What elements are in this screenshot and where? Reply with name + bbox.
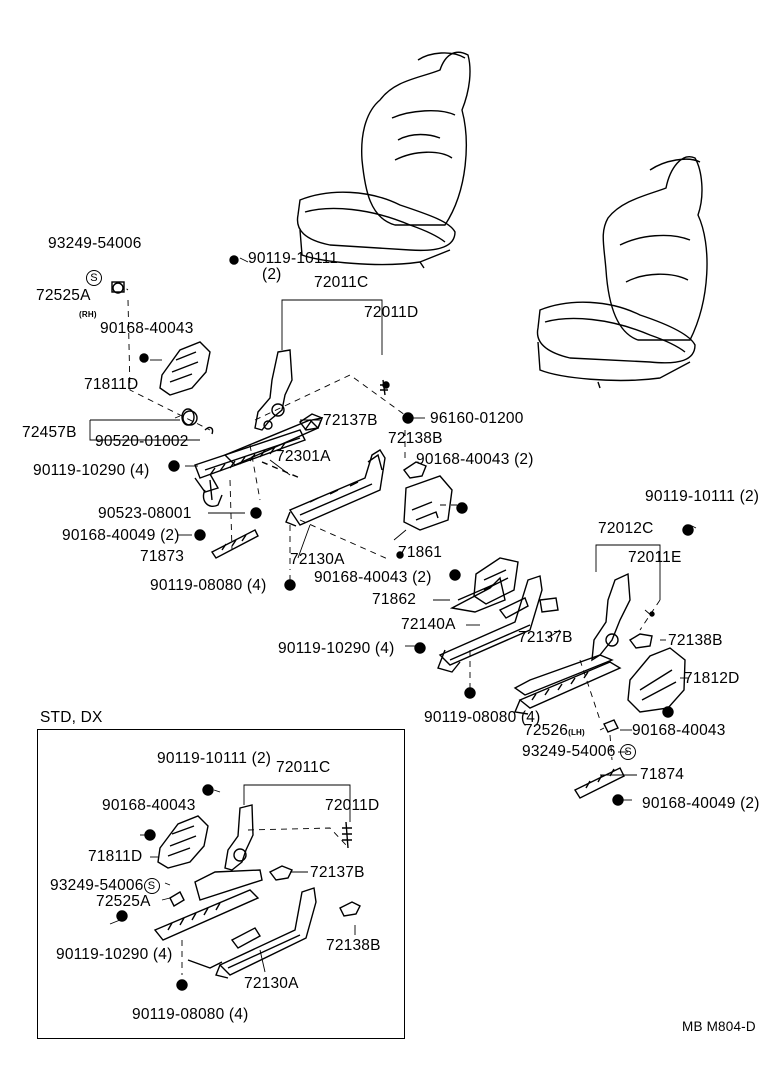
seat-upper-illustration: [296, 51, 471, 269]
label-s-72130A: 72130A: [244, 975, 299, 992]
label-93249-54006: 93249-54006: [48, 235, 142, 252]
label-r-72138B: 72138B: [668, 632, 723, 649]
fasteners-main: [111, 255, 468, 591]
label-s-72011C: 72011C: [276, 759, 331, 776]
label-72137B: 72137B: [323, 412, 378, 429]
label-s-72138B: 72138B: [326, 937, 381, 954]
std-dx-frame: [37, 729, 405, 1039]
label-90168-40043-2: 90168-40043 (2): [416, 451, 534, 468]
label-96160-01200: 96160-01200: [430, 410, 524, 427]
label-90520-01002: 90520-01002: [95, 433, 189, 450]
seat-track-assembly-std: [153, 804, 361, 979]
fasteners-std: [116, 784, 214, 991]
label-72301A: 72301A: [276, 448, 331, 465]
label-72138B: 72138B: [388, 430, 443, 447]
label-s-72137B: 72137B: [310, 864, 365, 881]
label-71874: 71874: [640, 766, 685, 783]
label-qty-2: (2): [262, 266, 282, 283]
label-s-71811D: 71811D: [88, 848, 143, 865]
label-90119-10111: 90119-10111: [248, 250, 339, 267]
label-r-90168-40043: 90168-40043: [632, 722, 726, 739]
label-71861: 71861: [398, 544, 443, 561]
rh-note: (RH): [79, 310, 97, 319]
label-r-90119-08080: 90119-08080 (4): [424, 709, 541, 726]
label-s-90119-10111: 90119-10111 (2): [157, 750, 272, 767]
seat-right-illustration: [536, 156, 708, 389]
leader-lines-main: [89, 257, 460, 585]
label-90168-40049: 90168-40049 (2): [62, 527, 180, 544]
label-72525A: 72525A: [36, 287, 91, 304]
fasteners-right: [414, 524, 694, 806]
s-mark-symbol: S: [86, 269, 102, 286]
label-72011D: 72011D: [364, 304, 419, 321]
label-72457B: 72457B: [22, 424, 77, 441]
figure-code: MB M804-D: [682, 1019, 756, 1034]
label-72011C: 72011C: [314, 274, 369, 291]
label-90168-40043: 90168-40043: [100, 320, 194, 337]
label-72140A: 72140A: [401, 616, 456, 633]
seat-track-assembly-main: [159, 341, 453, 559]
label-s-90168-40043: 90168-40043: [102, 797, 196, 814]
label-s-72525A: 72525A: [96, 893, 151, 910]
label-71811D: 71811D: [84, 376, 139, 393]
label-r-90119-10290: 90119-10290 (4): [278, 640, 395, 657]
label-r-90168-40049: 90168-40049 (2): [642, 795, 760, 812]
seat-track-assembly-right: [437, 557, 686, 799]
label-71862: 71862: [372, 591, 417, 608]
label-71873: 71873: [140, 548, 185, 565]
label-r-90119-10111: 90119-10111 (2): [645, 488, 760, 505]
label-90168-40043-2b: 90168-40043 (2): [314, 569, 432, 586]
std-dx-label: STD, DX: [40, 709, 103, 726]
label-r-72137B: 72137B: [518, 629, 573, 646]
label-r-93249-54006: 93249-54006 S: [522, 743, 637, 760]
label-72526: 72526(LH): [524, 722, 585, 739]
label-72130A: 72130A: [290, 551, 345, 568]
leader-lines-right: [405, 524, 697, 801]
label-72011E: 72011E: [628, 549, 682, 566]
label-90119-10290: 90119-10290 (4): [33, 462, 150, 479]
label-s-90119-10290: 90119-10290 (4): [56, 946, 173, 963]
label-72012C: 72012C: [598, 520, 654, 537]
label-s-72011D: 72011D: [325, 797, 380, 814]
leader-lines-std: [109, 784, 356, 975]
label-s-90119-08080: 90119-08080 (4): [132, 1006, 249, 1023]
label-90119-08080: 90119-08080 (4): [150, 577, 267, 594]
label-71812D: 71812D: [684, 670, 740, 687]
label-90523-08001: 90523-08001: [98, 505, 192, 522]
